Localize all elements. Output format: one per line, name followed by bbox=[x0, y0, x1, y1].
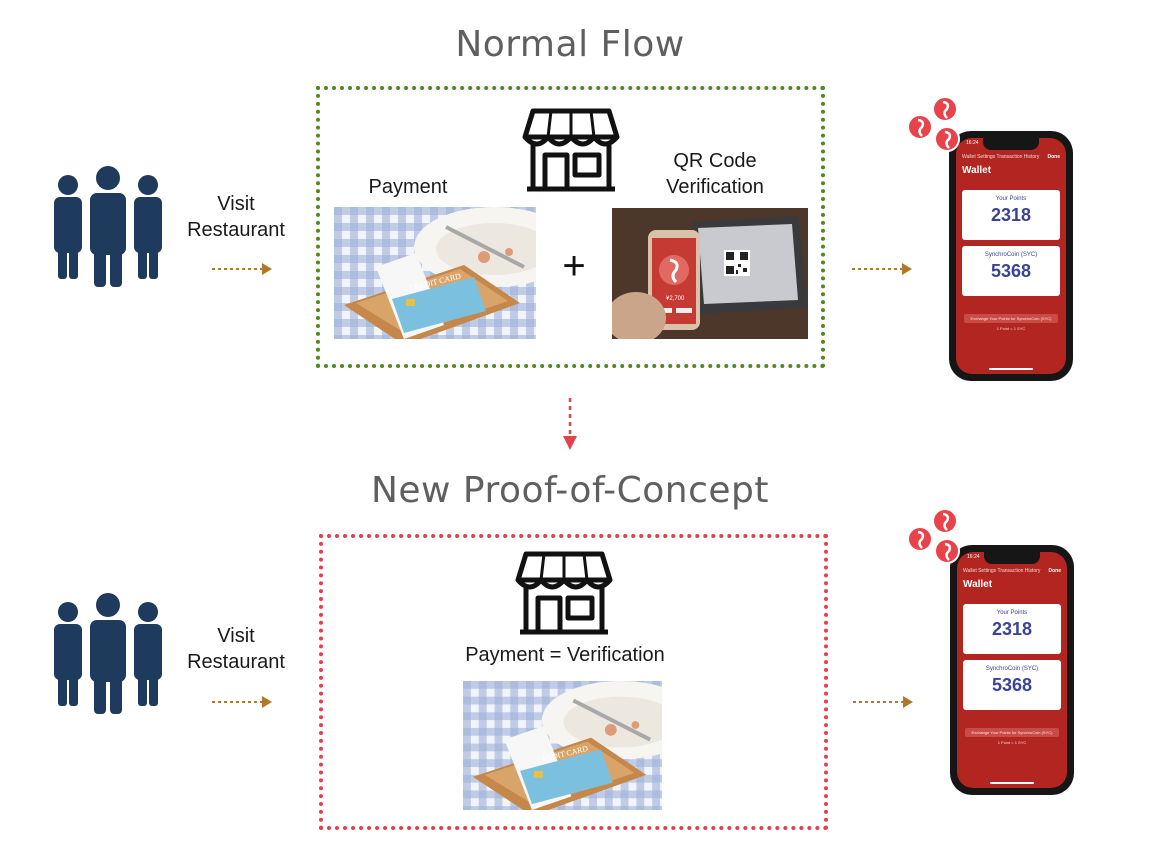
arrow-down-icon bbox=[563, 398, 577, 450]
photo-phone-price: ¥2,700 bbox=[666, 296, 685, 302]
phone-notch bbox=[983, 138, 1039, 150]
status-time: 16:24 bbox=[966, 140, 979, 146]
phone-notch bbox=[984, 552, 1040, 564]
qr-scan-photo-icon: ¥2,700 bbox=[612, 208, 808, 339]
wallet-phone: 16:24 Wallet Settings Transaction Histor… bbox=[950, 545, 1074, 795]
coin-value: 5368 bbox=[990, 261, 1032, 281]
people-icon bbox=[54, 593, 162, 714]
coin-card: SynchroCoin (SYC) 5368 bbox=[962, 246, 1060, 296]
done-button[interactable]: Done bbox=[1048, 568, 1062, 574]
coin-label: SynchroCoin (SYC) bbox=[984, 252, 1038, 258]
exchange-rate: 1 Point = 1 SYC bbox=[997, 740, 1027, 745]
done-button[interactable]: Done bbox=[1047, 154, 1061, 160]
points-value: 2318 bbox=[990, 205, 1032, 225]
exchange-button[interactable]: Exchange Your Points for SynchroCoin (SY… bbox=[965, 728, 1059, 737]
points-card: Your Points 2318 bbox=[963, 604, 1061, 654]
credit-card-photo-icon: CREDIT CARD bbox=[463, 681, 662, 810]
people-icon bbox=[54, 166, 162, 287]
payment-photo: CREDIT CARD bbox=[463, 681, 662, 810]
coin-card: SynchroCoin (SYC) 5368 bbox=[963, 660, 1061, 710]
qr-label-line1: QR Code bbox=[673, 150, 757, 172]
payment-photo: CREDIT CARD bbox=[334, 207, 536, 339]
payment-label: Payment bbox=[368, 176, 448, 198]
exchange-rate: 1 Point = 1 SYC bbox=[996, 326, 1026, 331]
visit-label-line2: Restaurant bbox=[187, 651, 285, 673]
wallet-nav-links[interactable]: Wallet Settings Transaction History bbox=[963, 568, 1041, 574]
wallet-title: Wallet bbox=[963, 579, 993, 590]
points-value: 2318 bbox=[991, 619, 1033, 639]
home-indicator bbox=[989, 368, 1033, 370]
poc-box bbox=[319, 534, 828, 830]
qr-label-line2: Verification bbox=[666, 176, 764, 198]
exchange-button[interactable]: Exchange Your Points for SynchroCoin (SY… bbox=[964, 314, 1058, 323]
synchrocoin-icon bbox=[907, 96, 960, 152]
arrow-right-icon bbox=[852, 263, 912, 275]
points-label: Your Points bbox=[995, 196, 1027, 202]
visit-label-line1: Visit bbox=[217, 625, 255, 647]
arrow-right-icon bbox=[853, 696, 913, 708]
wallet-nav-links[interactable]: Wallet Settings Transaction History bbox=[962, 154, 1040, 160]
points-label: Your Points bbox=[996, 610, 1028, 616]
coin-label: SynchroCoin (SYC) bbox=[985, 666, 1039, 672]
visit-restaurant-label: Visit Restaurant bbox=[176, 191, 296, 243]
home-indicator bbox=[990, 782, 1034, 784]
coin-value: 5368 bbox=[991, 675, 1033, 695]
wallet-phone: 16:24 Wallet Settings Transaction Histor… bbox=[949, 131, 1073, 381]
qr-verification-label: QR Code Verification bbox=[640, 148, 790, 200]
credit-card-photo-icon: CREDIT CARD bbox=[334, 207, 536, 339]
wallet-screen: 16:24 Wallet Settings Transaction Histor… bbox=[956, 138, 1066, 374]
plus-sign: + bbox=[562, 244, 586, 288]
synchrocoin-icon bbox=[907, 508, 960, 564]
visit-restaurant-label: Visit Restaurant bbox=[176, 623, 296, 675]
payment-verification-label: Payment = Verification bbox=[465, 644, 665, 666]
store-icon bbox=[515, 551, 613, 635]
visit-label-line2: Restaurant bbox=[187, 219, 285, 241]
qr-verification-photo: ¥2,700 bbox=[612, 208, 808, 339]
visit-label-line1: Visit bbox=[217, 193, 255, 215]
poc-title: New Proof-of-Concept bbox=[370, 470, 770, 511]
arrow-right-icon bbox=[212, 263, 272, 275]
points-card: Your Points 2318 bbox=[962, 190, 1060, 240]
arrow-right-icon bbox=[212, 696, 272, 708]
wallet-title: Wallet bbox=[962, 165, 992, 176]
wallet-screen: 16:24 Wallet Settings Transaction Histor… bbox=[957, 552, 1067, 788]
status-time: 16:24 bbox=[967, 554, 980, 560]
normal-flow-box bbox=[316, 86, 825, 368]
store-icon bbox=[522, 108, 620, 192]
normal-flow-title: Normal Flow bbox=[455, 24, 685, 65]
